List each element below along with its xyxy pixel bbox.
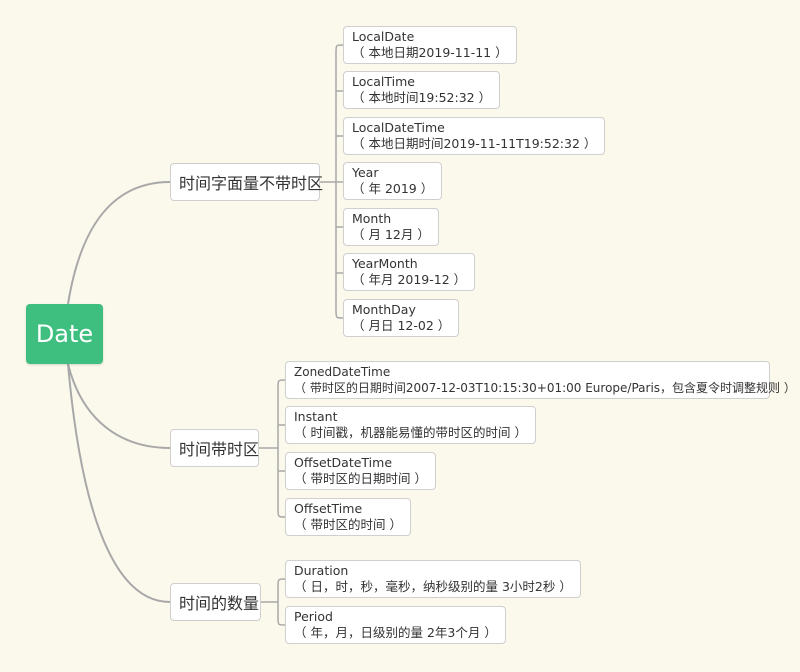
branch-label: 时间带时区 (179, 440, 260, 459)
leaf-desc: （ 带时区的时间 ） (294, 517, 402, 532)
root-label: Date (35, 320, 94, 348)
branch-label: 时间的数量 (179, 594, 260, 613)
leaf-title: Instant (294, 409, 338, 424)
leaf-period[interactable]: Period （ 年，月，日级别的量 2年3个月 ） (285, 606, 506, 644)
leaf-title: OffsetDateTime (294, 455, 393, 470)
branch-with-timezone[interactable]: 时间带时区 (170, 429, 259, 467)
leaf-monthday[interactable]: MonthDay （ 月日 12-02 ） (343, 299, 460, 337)
link-root-branch-2 (67, 363, 171, 449)
leaf-title: LocalDate (352, 29, 415, 44)
link-root-branch-1 (67, 181, 171, 305)
leaf-localdate[interactable]: LocalDate （ 本地日期2019-11-11 ） (343, 26, 517, 64)
leaf-month[interactable]: Month （ 月 12月 ） (343, 208, 439, 246)
link-root-branch-3 (67, 363, 171, 603)
leaf-localtime[interactable]: LocalTime （ 本地时间19:52:32 ） (343, 71, 501, 109)
leaf-title: ZonedDateTime (294, 365, 391, 379)
leaf-desc: （ 带时区的日期时间2007-12-03T10:15:30+01:00 Euro… (294, 381, 796, 395)
leaf-desc: （ 月日 12-02 ） (352, 318, 451, 333)
leaf-offsetdatetime[interactable]: OffsetDateTime （ 带时区的日期时间 ） (285, 452, 436, 490)
leaf-desc: （ 本地日期时间2019-11-11T19:52:32 ） (352, 136, 597, 151)
leaf-desc: （ 本地时间19:52:32 ） (352, 90, 492, 105)
leaf-desc: （ 带时区的日期时间 ） (294, 471, 427, 486)
leaf-localdatetime[interactable]: LocalDateTime （ 本地日期时间2019-11-11T19:52:3… (343, 117, 606, 155)
leaf-title: OffsetTime (294, 501, 363, 516)
root-node-date[interactable]: Date (26, 304, 103, 364)
leaf-zoneddatetime[interactable]: ZonedDateTime （ 带时区的日期时间2007-12-03T10:15… (285, 361, 796, 399)
leaf-desc: （ 年，月，日级别的量 2年3个月 ） (294, 625, 497, 640)
leaf-instant[interactable]: Instant （ 时间戳，机器能易懂的带时区的时间 ） (285, 406, 536, 444)
leaf-duration[interactable]: Duration （ 日，时，秒，毫秒，纳秒级别的量 3小时2秒 ） (285, 560, 581, 598)
leaf-year[interactable]: Year （ 年 2019 ） (343, 162, 443, 200)
leaf-title: LocalTime (352, 74, 415, 89)
leaf-title: Year (352, 165, 379, 180)
leaf-title: MonthDay (352, 302, 416, 317)
branch-label: 时间字面量不带时区 (179, 174, 324, 193)
bracket-branch-1 (320, 44, 344, 319)
bracket-branch-2 (259, 379, 286, 518)
leaf-desc: （ 日，时，秒，毫秒，纳秒级别的量 3小时2秒 ） (294, 579, 572, 594)
leaf-desc: （ 本地日期2019-11-11 ） (352, 45, 508, 60)
leaf-title: YearMonth (352, 256, 418, 271)
leaf-offsettime[interactable]: OffsetTime （ 带时区的时间 ） (285, 498, 411, 536)
branch-time-amount[interactable]: 时间的数量 (170, 583, 261, 621)
leaf-title: LocalDateTime (352, 120, 445, 135)
branch-local-no-timezone[interactable]: 时间字面量不带时区 (170, 163, 324, 201)
bracket-branch-3 (261, 578, 286, 626)
leaf-yearmonth[interactable]: YearMonth （ 年月 2019-12 ） (343, 253, 476, 291)
leaf-desc: （ 月 12月 ） (352, 227, 430, 242)
leaf-desc: （ 时间戳，机器能易懂的带时区的时间 ） (294, 425, 527, 440)
leaf-title: Duration (294, 563, 349, 578)
leaf-title: Period (294, 609, 333, 624)
leaf-title: Month (352, 211, 392, 226)
leaf-desc: （ 年 2019 ） (352, 181, 434, 196)
leaf-desc: （ 年月 2019-12 ） (352, 272, 467, 287)
